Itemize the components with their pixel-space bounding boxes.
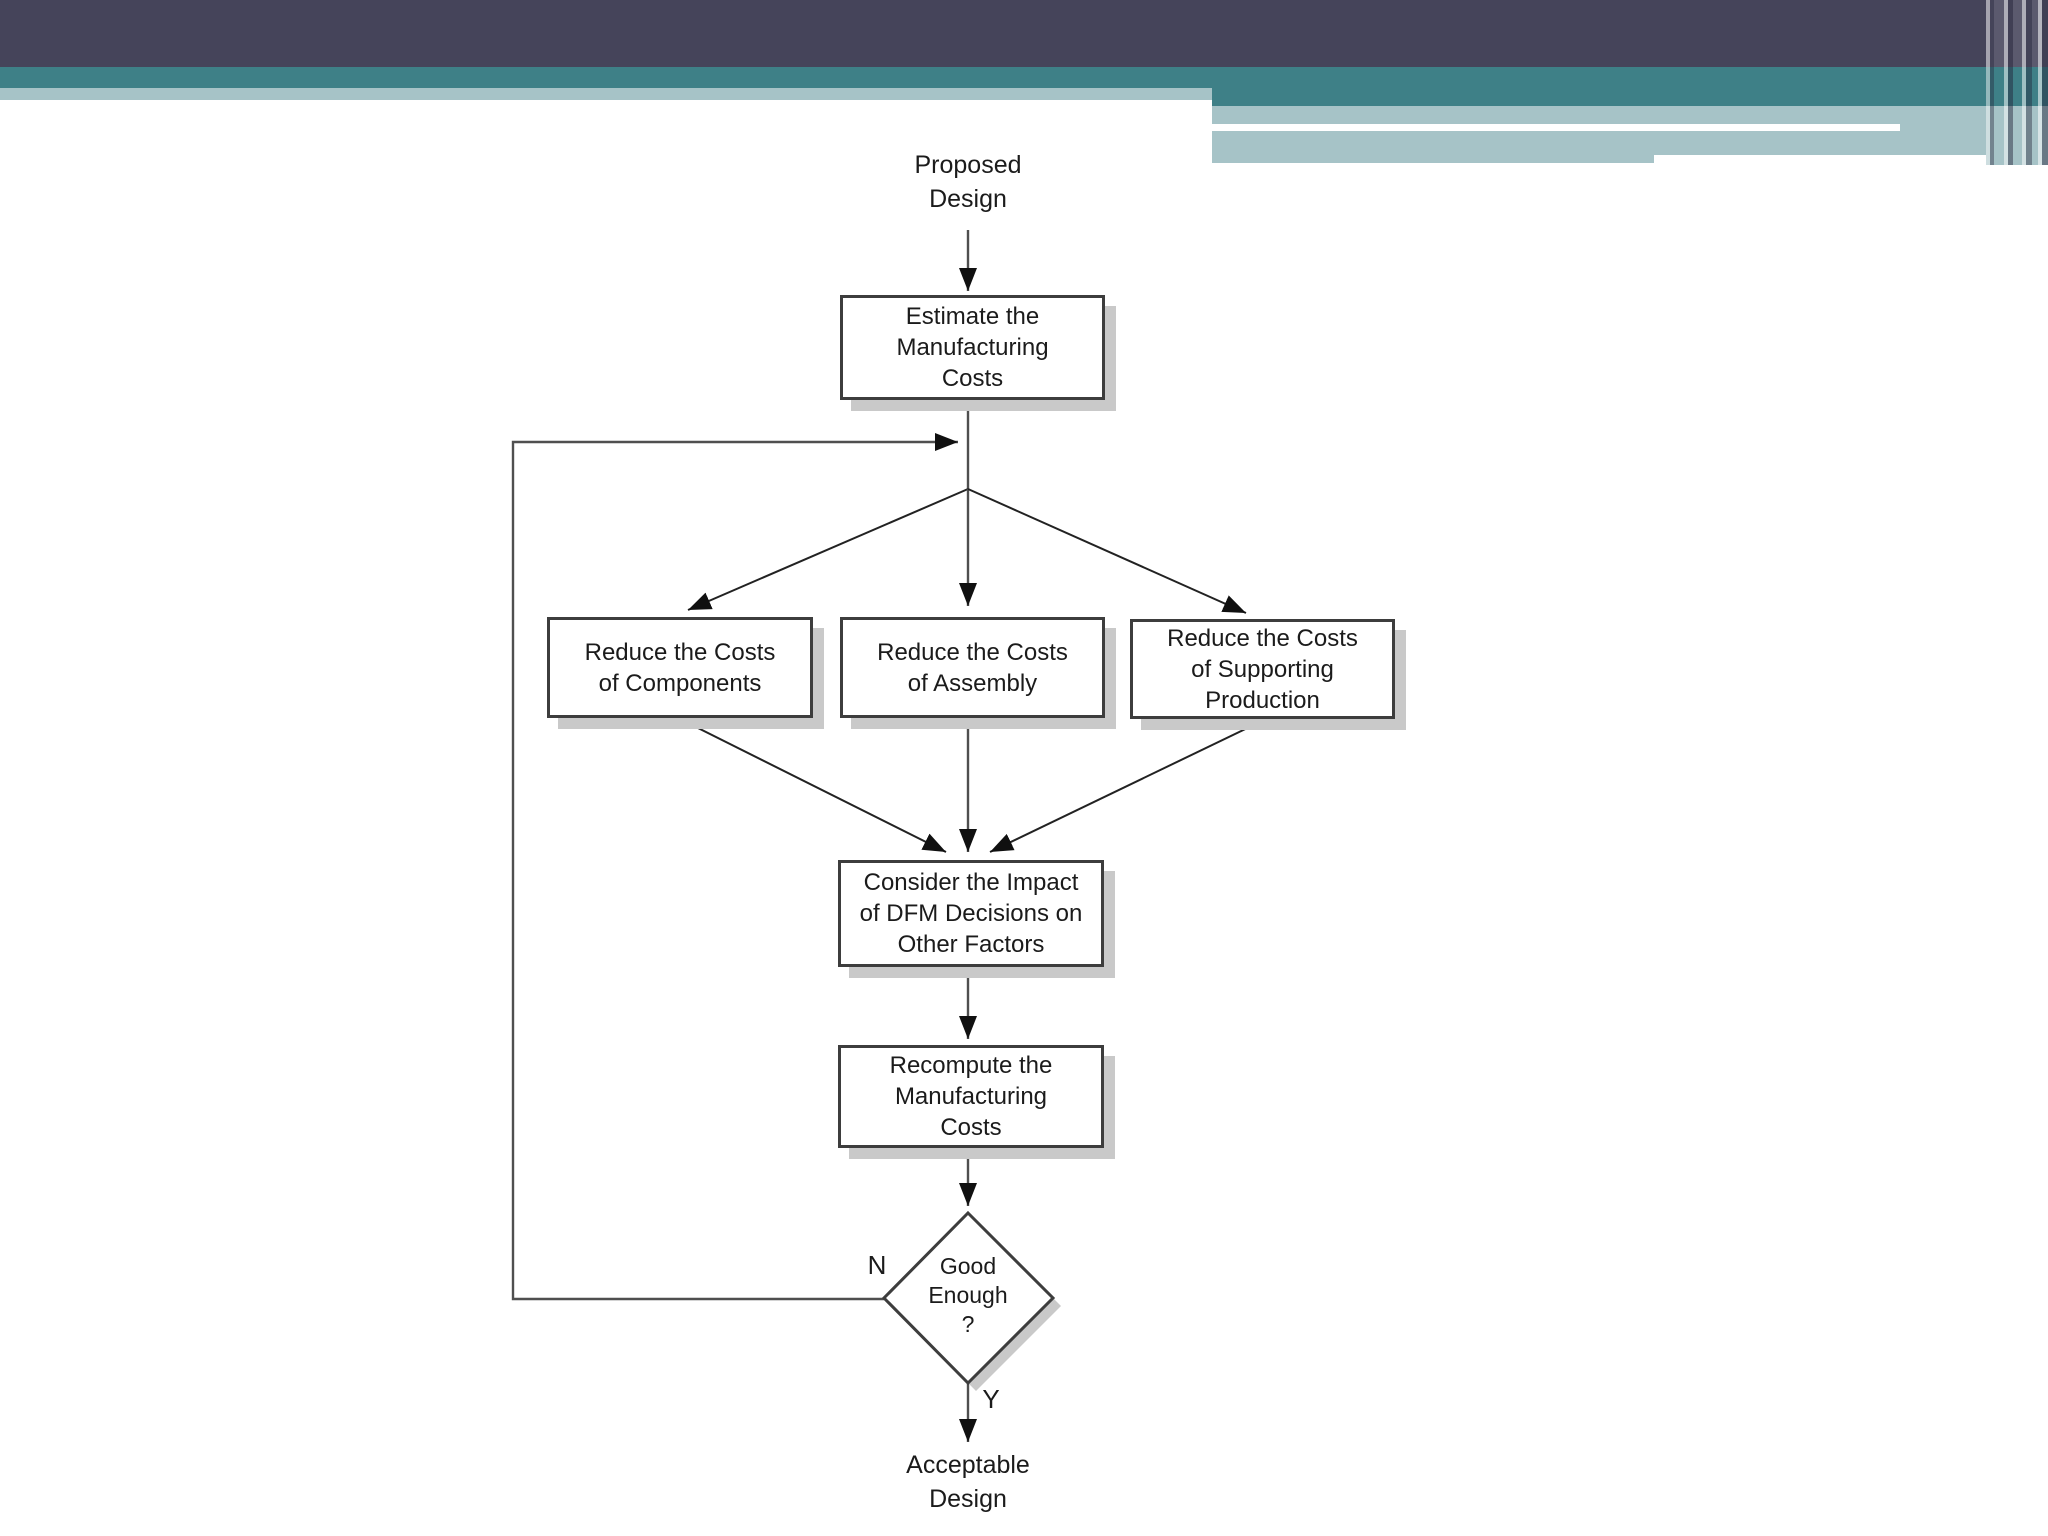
node-estimate-costs: Estimate the Manufacturing Costs — [840, 295, 1105, 400]
header-teal-bar-right — [1212, 98, 2048, 107]
start-label: Proposed Design — [914, 151, 1022, 213]
node-reduce-assembly: Reduce the Costs of Assembly — [840, 617, 1105, 718]
header-pale-bar-lower-right — [1654, 131, 1994, 155]
header-dark-bar — [0, 0, 1986, 67]
decision-no-label: N — [867, 1250, 887, 1280]
header-corner-stripes — [1986, 0, 2048, 165]
node-consider-impact: Consider the Impact of DFM Decisions on … — [838, 860, 1104, 967]
end-label: Acceptable Design — [906, 1451, 1030, 1513]
header-white-line — [1212, 124, 1900, 131]
header-pale-bar-lower — [1212, 131, 1654, 163]
decision-diamond — [881, 1210, 1056, 1386]
node-recompute-costs: Recompute the Manufacturing Costs — [838, 1045, 1104, 1148]
node-reduce-components: Reduce the Costs of Components — [547, 617, 813, 718]
decision-yes-label: Y — [982, 1384, 1000, 1414]
header-pale-bar-left — [0, 88, 1212, 100]
node-reduce-supporting-production: Reduce the Costs of Supporting Productio… — [1130, 619, 1395, 719]
decision-label: Good Enough ? — [928, 1253, 1008, 1337]
